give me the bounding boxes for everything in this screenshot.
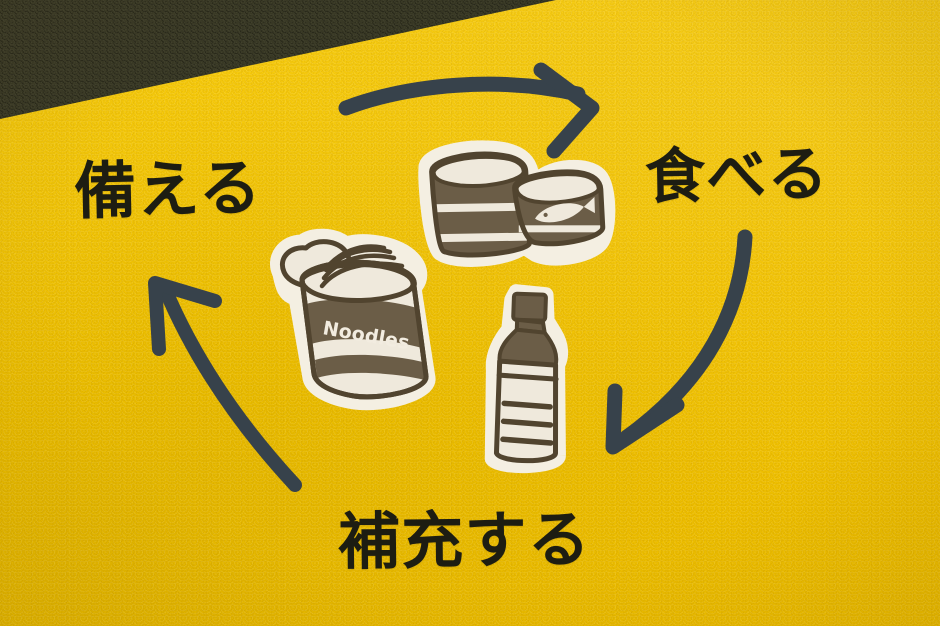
sticker-cup-noodles: Noodles: [262, 228, 456, 412]
label-sonaeru: 備える: [73, 151, 263, 228]
sticker-water-bottle: [454, 282, 595, 481]
sticker-canned-food: [400, 135, 618, 296]
label-taberu: 食べる: [644, 139, 830, 213]
label-hojuu: 補充する: [337, 502, 592, 579]
